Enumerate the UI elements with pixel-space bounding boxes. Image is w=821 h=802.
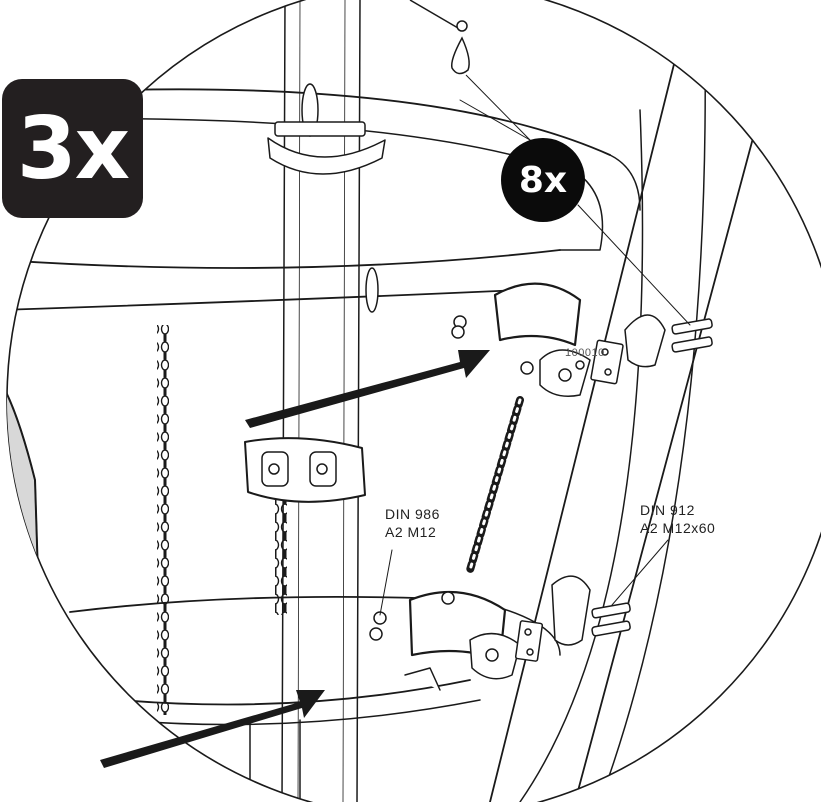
- pole-clamp-top: [267, 121, 386, 175]
- chain-middle: [275, 475, 287, 615]
- diagonal-beam: [489, 0, 821, 802]
- leader-lines: [379, 99, 691, 616]
- pole-clamp-middle: [244, 437, 366, 503]
- nut-callout: DIN 986 A2 M12: [385, 505, 440, 541]
- beam-clamp-lower: [404, 575, 591, 691]
- loose-bolts: [591, 318, 713, 637]
- arrow-icon: [245, 350, 490, 428]
- part-marking-label: 100010: [565, 347, 605, 359]
- oil-drop-icon: [409, 0, 531, 141]
- set-quantity-badge: 3x: [2, 79, 143, 218]
- beam-clamp-upper: [493, 282, 666, 397]
- nut-spec-label: A2 M12: [385, 524, 437, 540]
- nut-standard-label: DIN 986: [385, 506, 440, 522]
- bolt-quantity-badge: 8x: [501, 138, 585, 222]
- arrow-icon: [100, 690, 325, 768]
- chain-diagonal: [466, 396, 524, 574]
- bolt-spec-label: A2 M12x60: [640, 520, 716, 536]
- loose-nuts: [369, 315, 534, 641]
- chain-left: [157, 325, 169, 715]
- bolt-callout: DIN 912 A2 M12x60: [640, 501, 715, 537]
- bolt-standard-label: DIN 912: [640, 502, 695, 518]
